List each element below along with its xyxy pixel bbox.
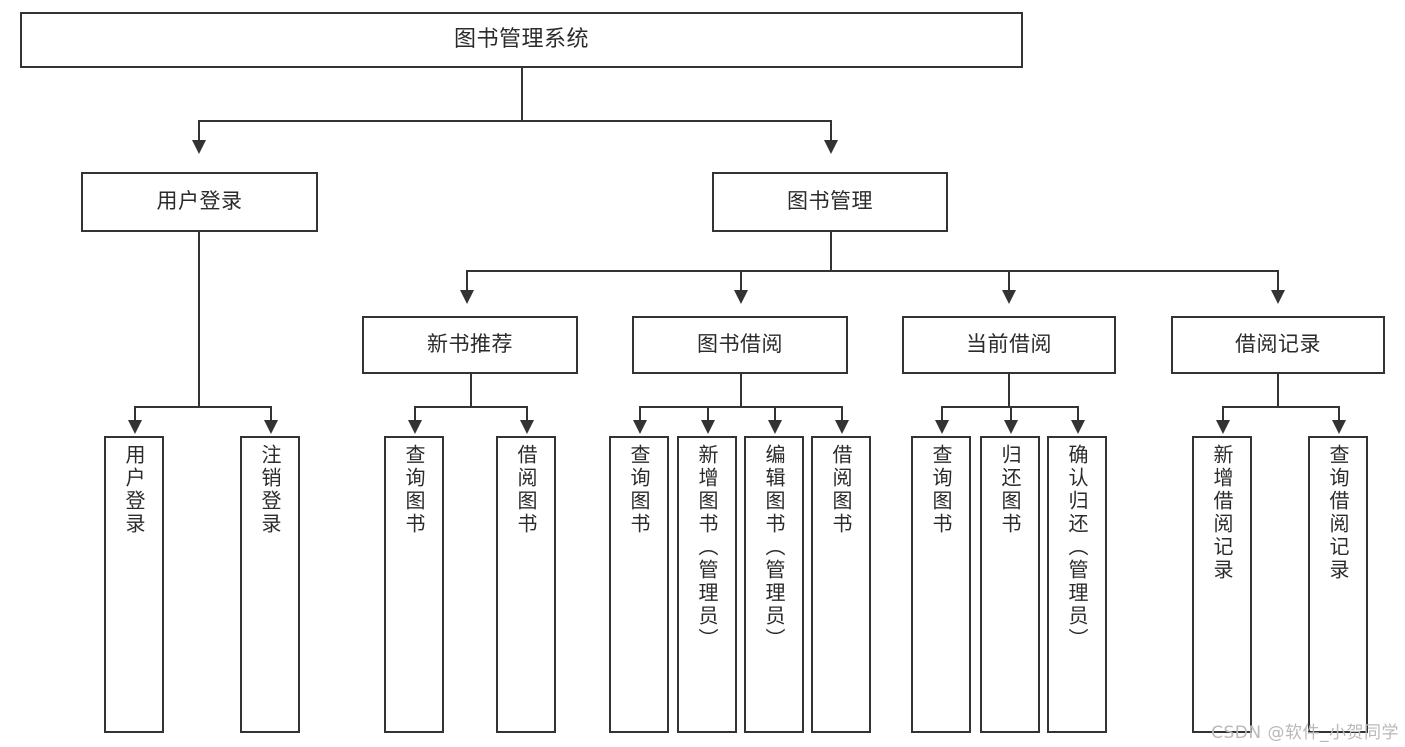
connector-book-mgmt-stem <box>830 232 832 270</box>
leaf-recommend-query-book[interactable]: 查询图书 <box>384 436 444 733</box>
leaf-current-confirm-return[interactable]: 确认归还（管理员） <box>1047 436 1107 733</box>
node-label: 查询借阅记录 <box>1326 444 1350 582</box>
leaf-recommend-borrow-book[interactable]: 借阅图书 <box>496 436 556 733</box>
connector-borrow-leaf3 <box>774 406 776 422</box>
connector-root-bus <box>198 120 832 122</box>
connector-record-bus <box>1222 406 1340 408</box>
node-book-management[interactable]: 图书管理 <box>712 172 948 232</box>
connector-user-login-leaf1 <box>134 406 136 422</box>
arrow-to-leaf-edit-book <box>768 420 782 434</box>
node-new-book-recommend[interactable]: 新书推荐 <box>362 316 578 374</box>
connector-recommend-leaf2 <box>526 406 528 422</box>
connector-current-leaf2 <box>1010 406 1012 422</box>
node-label: 借阅图书 <box>829 444 853 536</box>
connector-recommend-leaf1 <box>414 406 416 422</box>
node-label: 编辑图书（管理员） <box>762 444 786 651</box>
leaf-record-add[interactable]: 新增借阅记录 <box>1192 436 1252 733</box>
connector-current-leaf1 <box>941 406 943 422</box>
connector-user-login-bus <box>134 406 270 408</box>
connector-borrow-leaf2 <box>707 406 709 422</box>
node-root-system[interactable]: 图书管理系统 <box>20 12 1023 68</box>
leaf-borrow-query-book[interactable]: 查询图书 <box>609 436 669 733</box>
node-label: 注销登录 <box>258 444 282 536</box>
connector-current-leaf3 <box>1077 406 1079 422</box>
node-label: 新增图书（管理员） <box>695 444 719 651</box>
node-label: 归还图书 <box>998 444 1022 536</box>
leaf-borrow-borrow-book[interactable]: 借阅图书 <box>811 436 871 733</box>
connector-root-stem <box>521 68 523 120</box>
node-label: 当前借阅 <box>966 332 1052 357</box>
node-current-borrow[interactable]: 当前借阅 <box>902 316 1116 374</box>
arrow-to-leaf-query-book-2 <box>633 420 647 434</box>
node-label: 借阅图书 <box>514 444 538 536</box>
arrow-to-leaf-confirm-return <box>1071 420 1085 434</box>
node-user-login[interactable]: 用户登录 <box>81 172 318 232</box>
connector-record-leaf1 <box>1222 406 1224 422</box>
arrow-to-borrow-record <box>1271 290 1285 304</box>
arrow-to-new-book-recommend <box>460 290 474 304</box>
node-book-borrow[interactable]: 图书借阅 <box>632 316 848 374</box>
connector-root-to-user-login <box>198 120 200 142</box>
node-label: 确认归还（管理员） <box>1065 444 1089 651</box>
leaf-borrow-add-book[interactable]: 新增图书（管理员） <box>677 436 737 733</box>
node-label: 新增借阅记录 <box>1210 444 1234 582</box>
arrow-to-leaf-user-login <box>128 420 142 434</box>
connector-user-login-leaf2 <box>270 406 272 422</box>
connector-borrow-stem <box>740 374 742 406</box>
connector-recommend-stem <box>470 374 472 406</box>
arrow-to-book-mgmt <box>824 140 838 154</box>
node-label: 查询图书 <box>929 444 953 536</box>
leaf-borrow-edit-book[interactable]: 编辑图书（管理员） <box>744 436 804 733</box>
connector-borrow-bus <box>639 406 843 408</box>
connector-borrow-leaf4 <box>841 406 843 422</box>
arrow-to-leaf-return-book <box>1004 420 1018 434</box>
leaf-current-return-book[interactable]: 归还图书 <box>980 436 1040 733</box>
arrow-to-leaf-logout <box>264 420 278 434</box>
leaf-user-login[interactable]: 用户登录 <box>104 436 164 733</box>
node-label: 用户登录 <box>122 444 146 536</box>
connector-root-to-book-mgmt <box>830 120 832 142</box>
node-label: 查询图书 <box>627 444 651 536</box>
node-label: 用户登录 <box>156 189 243 214</box>
node-label: 图书借阅 <box>697 332 783 357</box>
arrow-to-user-login <box>192 140 206 154</box>
arrow-to-leaf-query-record <box>1332 420 1346 434</box>
leaf-record-query[interactable]: 查询借阅记录 <box>1308 436 1368 733</box>
connector-recommend-bus <box>414 406 528 408</box>
connector-book-mgmt-b2 <box>740 270 742 292</box>
arrow-to-leaf-borrow-book-1 <box>520 420 534 434</box>
node-label: 查询图书 <box>402 444 426 536</box>
node-label: 图书管理 <box>787 189 873 214</box>
connector-book-mgmt-b4 <box>1277 270 1279 292</box>
connector-borrow-leaf1 <box>639 406 641 422</box>
connector-book-mgmt-bus <box>466 270 1278 272</box>
leaf-logout[interactable]: 注销登录 <box>240 436 300 733</box>
arrow-to-leaf-add-book <box>701 420 715 434</box>
arrow-to-book-borrow <box>734 290 748 304</box>
arrow-to-leaf-add-record <box>1216 420 1230 434</box>
node-borrow-record[interactable]: 借阅记录 <box>1171 316 1385 374</box>
connector-record-stem <box>1277 374 1279 406</box>
arrow-to-leaf-borrow-book-2 <box>835 420 849 434</box>
leaf-current-query-book[interactable]: 查询图书 <box>911 436 971 733</box>
connector-book-mgmt-b1 <box>466 270 468 292</box>
node-label: 借阅记录 <box>1235 332 1321 357</box>
connector-record-leaf2 <box>1338 406 1340 422</box>
node-label: 图书管理系统 <box>453 26 589 52</box>
node-label: 新书推荐 <box>427 332 513 357</box>
arrow-to-current-borrow <box>1002 290 1016 304</box>
connector-current-stem <box>1008 374 1010 406</box>
arrow-to-leaf-query-book-1 <box>408 420 422 434</box>
connector-user-login-stem <box>198 232 200 406</box>
connector-book-mgmt-b3 <box>1008 270 1010 292</box>
arrow-to-leaf-query-book-3 <box>935 420 949 434</box>
